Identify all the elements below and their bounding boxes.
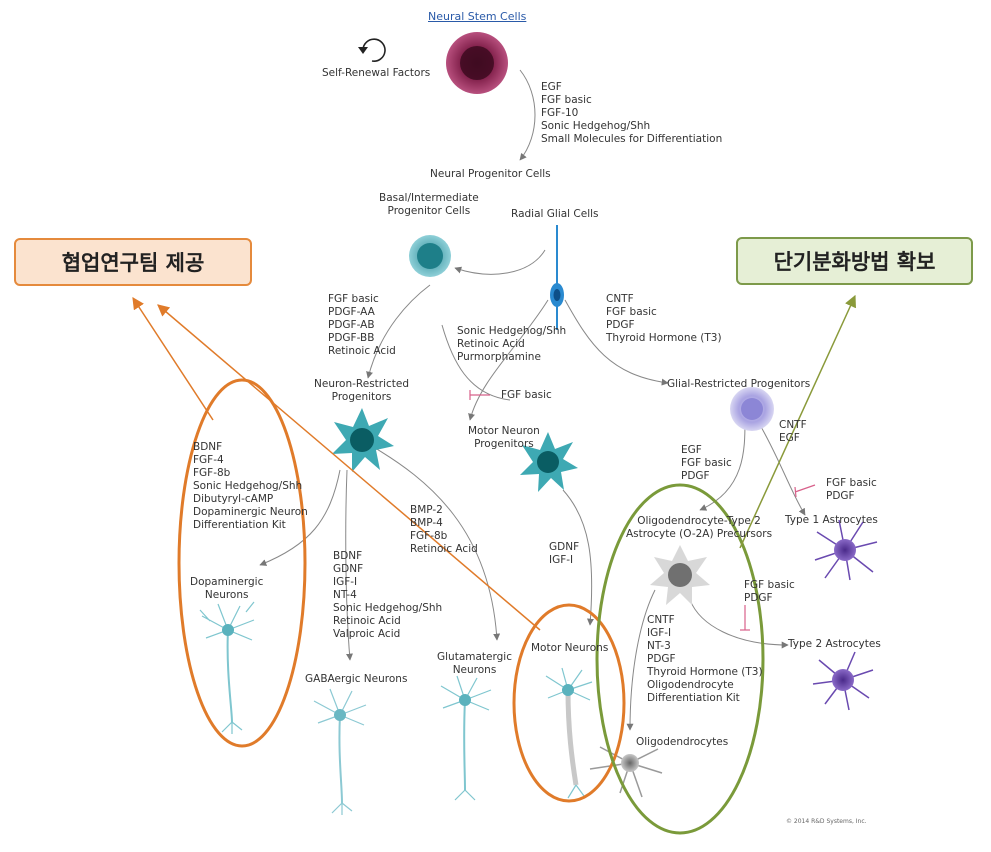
neural-progenitor-label: Neural Progenitor Cells: [430, 168, 551, 180]
right-badge-arrow: [739, 294, 856, 549]
self-renewal-label: Self-Renewal Factors: [322, 67, 431, 79]
self-renewal-icon: [358, 38, 386, 62]
neuron-restricted-cell-icon: [332, 408, 394, 472]
radial-glial-label: Radial Glial Cells: [511, 208, 599, 220]
radial-glial-cell-icon: [550, 225, 564, 330]
short-differentiation-text: 단기분화방법 확보: [773, 250, 936, 274]
gabaergic-neurons-label: GABAergic Neurons: [305, 673, 408, 685]
neural-stem-cells-title: Neural Stem Cells: [428, 10, 527, 23]
inhibition-markers: [469, 390, 816, 631]
short-differentiation-badge: 단기분화방법 확보: [736, 237, 973, 285]
dopaminergic-highlight-ellipse: [177, 378, 307, 748]
type2-astrocytes-label: Type 2 Astrocytes: [788, 638, 881, 650]
collaboration-team-text: 협업연구팀 제공: [61, 251, 205, 275]
neural-stem-cell-icon: [446, 32, 508, 94]
type2-astrocyte-icon: [812, 651, 874, 711]
left-badge-arrow-1: [132, 296, 214, 421]
left-badge-arrow-2: [157, 304, 541, 631]
glutamatergic-neuron-icon: [440, 675, 492, 801]
motor-neurons-label: Motor Neurons: [531, 642, 609, 654]
glial-restricted-label: Glial-Restricted Progenitors: [667, 378, 811, 390]
motor-progenitor-cell-icon: [520, 432, 578, 492]
glial-restricted-cell-icon: [730, 387, 774, 431]
gabaergic-neuron-icon: [313, 688, 367, 815]
oligodendrocytes-label: Oligodendrocytes: [636, 736, 729, 748]
collaboration-team-badge: 협업연구팀 제공: [14, 238, 252, 286]
fgf-basic-inhibit-label: FGF basic: [501, 389, 552, 401]
motor-neuron-highlight-ellipse: [512, 603, 626, 803]
o2a-precursor-cell-icon: [650, 545, 710, 605]
flow-arrows: [259, 69, 806, 731]
copyright-text: © 2014 R&D Systems, Inc.: [786, 818, 867, 825]
type1-astrocytes-label: Type 1 Astrocytes: [785, 514, 878, 526]
oligodendrocyte-highlight-ellipse: [595, 483, 765, 835]
type1-astrocyte-icon: [814, 519, 878, 581]
dopaminergic-neuron-icon: [199, 601, 255, 734]
basal-progenitor-cell-icon: [409, 235, 451, 277]
motor-neuron-icon: [545, 667, 593, 799]
